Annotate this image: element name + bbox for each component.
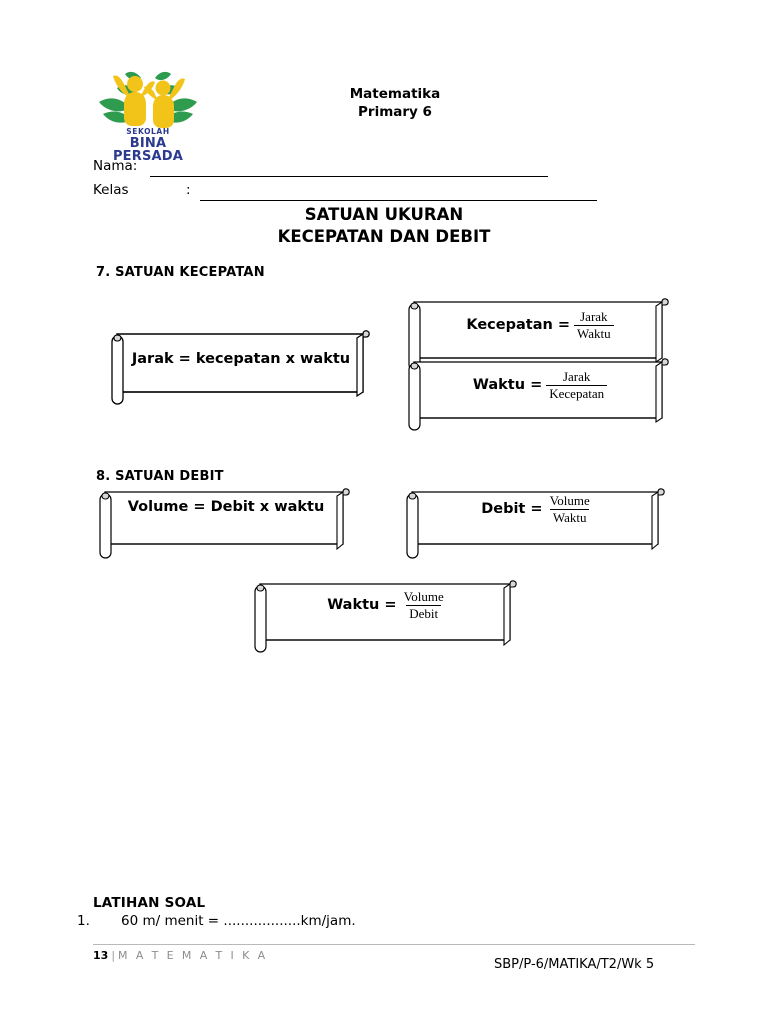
school-logo: SEKOLAH BINA PERSADA	[97, 68, 199, 163]
fraction-denominator: Waktu	[549, 508, 590, 525]
footer-page-number: 13	[93, 949, 109, 962]
fraction-numerator: Jarak	[580, 309, 608, 325]
section-heading-kecepatan: 7. SATUAN KECEPATAN	[96, 265, 265, 280]
formula-content-kecepatan: Kecepatan = Jarak Waktu	[424, 300, 656, 352]
footer-divider	[93, 944, 695, 945]
document-subject-heading: Matematika Primary 6	[270, 86, 520, 122]
exercise-item-number: 1.	[77, 913, 90, 929]
name-field-row: Nama:	[93, 158, 553, 178]
subject-name: Matematika	[349, 86, 441, 102]
scroll-shape	[408, 358, 669, 431]
class-input-line[interactable]	[200, 200, 597, 201]
page-title-line-2: KECEPATAN DAN DEBIT	[277, 227, 491, 247]
formula-scroll-volume: Volume = Debit x waktu	[93, 488, 351, 559]
formula-text-volume: Volume = Debit x waktu	[127, 499, 325, 516]
formula-lhs-kecepatan: Kecepatan =	[466, 317, 571, 334]
formula-lhs-debit: Debit =	[481, 501, 543, 518]
class-colon: :	[186, 182, 191, 198]
fraction-waktu-debit: Volume Debit	[401, 589, 447, 621]
logo-wordmark: SEKOLAH BINA PERSADA	[97, 128, 199, 163]
logo-school-name: BINA PERSADA	[112, 135, 184, 164]
class-field-row: Kelas :	[93, 182, 603, 202]
formula-scroll-kecepatan: Kecepatan = Jarak Waktu	[402, 298, 670, 371]
page-title-line-1: SATUAN UKURAN	[304, 205, 464, 224]
scroll-shape	[99, 488, 350, 559]
scroll-shape	[254, 580, 517, 653]
fraction-numerator: Volume	[549, 493, 590, 509]
formula-scroll-waktu-debit: Waktu = Volume Debit	[248, 580, 520, 653]
fraction-denominator: Waktu	[574, 324, 614, 341]
fraction-denominator: Kecepatan	[546, 384, 608, 401]
fraction-kecepatan: Jarak Waktu	[574, 309, 614, 341]
grade-level: Primary 6	[358, 103, 432, 120]
logo-sekolah-text: SEKOLAH	[126, 127, 170, 136]
logo-emblem-icon	[99, 71, 197, 128]
footer-page-info: 13|M A T E M A T I K A	[93, 949, 268, 962]
formula-scroll-waktu-kecepatan: Waktu = Jarak Kecepatan	[402, 358, 670, 431]
fraction-numerator: Jarak	[562, 369, 591, 385]
section-heading-debit: 8. SATUAN DEBIT	[96, 469, 224, 484]
formula-content-debit: Debit = Volume Waktu	[422, 488, 652, 532]
formula-lhs-waktu-kecepatan: Waktu =	[472, 377, 543, 394]
formula-scroll-jarak: Jarak = kecepatan x waktu	[105, 330, 373, 405]
footer-subject: M A T E M A T I K A	[118, 949, 268, 962]
name-input-line[interactable]	[150, 176, 548, 177]
formula-content-waktu-kecepatan: Waktu = Jarak Kecepatan	[424, 360, 656, 412]
formula-content-waktu-debit: Waktu = Volume Debit	[270, 582, 504, 630]
exercise-item-text: 60 m/ menit = ..................km/jam.	[121, 913, 356, 929]
footer-document-code: SBP/P-6/MATIKA/T2/Wk 5	[494, 957, 655, 972]
formula-lhs-waktu-debit: Waktu =	[327, 597, 397, 614]
page-title: SATUAN UKURAN KECEPATAN DAN DEBIT	[134, 204, 634, 249]
formula-text-jarak: Jarak = kecepatan x waktu	[131, 351, 351, 368]
scroll-shape	[406, 488, 665, 559]
class-label: Kelas	[93, 182, 129, 198]
name-label: Nama:	[93, 158, 138, 174]
formula-scroll-debit: Debit = Volume Waktu	[400, 488, 668, 559]
footer-separator: |	[111, 949, 116, 962]
fraction-debit: Volume Waktu	[547, 493, 593, 525]
exercise-title: LATIHAN SOAL	[93, 895, 206, 911]
scroll-shape	[408, 298, 669, 371]
fraction-numerator: Volume	[403, 589, 444, 605]
fraction-denominator: Debit	[406, 604, 442, 621]
scroll-shape	[111, 330, 370, 405]
fraction-waktu-kecepatan: Jarak Kecepatan	[546, 369, 608, 401]
